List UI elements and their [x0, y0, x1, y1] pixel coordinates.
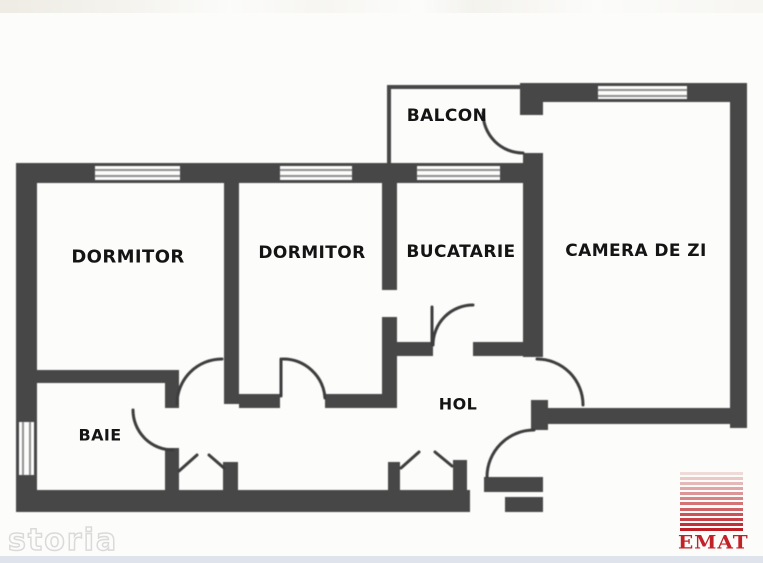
- emat-stripes: [680, 472, 743, 531]
- window-edge: [16, 422, 19, 475]
- balcony-corner-block: [520, 85, 543, 115]
- window-glazing-dormitor1: [95, 169, 180, 177]
- top-edge-artifact: [0, 0, 763, 13]
- wall-dormitor2-bottom-left: [239, 394, 280, 408]
- wall-living-left-lower: [523, 153, 543, 357]
- balcony-wall-top: [387, 85, 523, 89]
- wall-closet-jamb-1: [223, 462, 238, 494]
- window-glazing-baie: [22, 422, 31, 475]
- door-arc-baie: [131, 408, 175, 452]
- door-arc-living: [535, 357, 585, 407]
- room-label-dormitor2: DORMITOR: [258, 243, 366, 263]
- window-edge: [34, 422, 37, 475]
- window-edge: [598, 83, 687, 86]
- emat-stripe: [680, 512, 743, 516]
- walls: [16, 83, 747, 512]
- room-label-dormitor1: DORMITOR: [71, 246, 185, 268]
- wall-living-bottom: [543, 408, 747, 424]
- window-edge: [280, 163, 352, 166]
- door-arc-entry: [485, 428, 536, 479]
- room-label-baie: BAIE: [78, 425, 122, 445]
- window-glazing-bucatarie: [417, 169, 500, 177]
- emat-stripe: [680, 527, 743, 531]
- emat-stripe: [680, 502, 743, 506]
- wall-top-2: [180, 163, 280, 183]
- wall-kitchen-bottom-left: [382, 342, 433, 356]
- wall-baie-top: [16, 370, 178, 383]
- emat-stripe: [680, 517, 743, 521]
- wall-stub-entry-top: [531, 400, 548, 430]
- emat-stripe: [680, 507, 743, 511]
- emat-stripe: [680, 497, 743, 501]
- wall-kitchen-divider-lower: [382, 317, 397, 408]
- room-label-balcon: BALCON: [406, 106, 488, 126]
- room-label-camera-de-zi: CAMERA DE ZI: [565, 241, 707, 261]
- emat-logo: EMAT: [678, 472, 749, 554]
- wall-baie-right-upper: [165, 370, 179, 408]
- window-edge: [280, 180, 352, 183]
- wall-kitchen-divider-upper: [382, 183, 397, 290]
- wall-top-1: [16, 163, 95, 183]
- emat-stripe: [680, 492, 743, 496]
- door-arc-kitchen: [431, 303, 475, 347]
- entry-door-leaf: [484, 477, 543, 492]
- closet-door-left-a: [177, 453, 199, 473]
- closet-door-right-b: [433, 450, 454, 468]
- wall-dormitor-divider: [224, 183, 239, 404]
- window-edge: [417, 180, 500, 183]
- emat-stripe: [680, 487, 743, 491]
- closet-door-right-a: [399, 450, 421, 470]
- door-arc-dormitor2: [281, 357, 327, 400]
- wall-closet-jamb-2: [388, 462, 400, 494]
- wall-left-upper: [16, 163, 37, 422]
- window-edge: [417, 163, 500, 166]
- wall-top-3: [352, 163, 417, 183]
- room-label-hol: HOL: [438, 394, 478, 414]
- closet-door-left-b: [207, 453, 226, 470]
- wall-baie-right-lower: [165, 448, 179, 512]
- room-label-bucatarie: BUCATARIE: [406, 242, 516, 262]
- window-edge: [95, 163, 180, 166]
- wall-bottom-right-piece: [505, 497, 543, 512]
- door-arc-dormitor1: [175, 357, 224, 406]
- bottom-edge-strip: [0, 556, 763, 563]
- window-glazing-dormitor2: [280, 169, 352, 177]
- wall-dormitor2-bottom-right: [325, 394, 397, 408]
- emat-logo-text: EMAT: [678, 530, 749, 554]
- window-glazing-living: [598, 89, 687, 97]
- wall-right: [730, 83, 747, 428]
- wall-bottom-main: [16, 490, 470, 512]
- emat-stripe: [680, 477, 743, 481]
- storia-watermark: storia: [7, 522, 119, 559]
- emat-stripe: [680, 472, 743, 475]
- emat-stripe: [680, 482, 743, 486]
- window-edge: [95, 180, 180, 183]
- windows: [16, 83, 687, 475]
- doors: [131, 111, 585, 479]
- emat-stripe: [680, 522, 743, 526]
- window-edge: [598, 99, 687, 102]
- door-arc-balcony: [481, 111, 525, 155]
- wall-closet-jamb-3: [453, 460, 467, 494]
- wall-kitchen-bottom-right: [473, 342, 523, 356]
- balcony-wall-left: [387, 85, 391, 163]
